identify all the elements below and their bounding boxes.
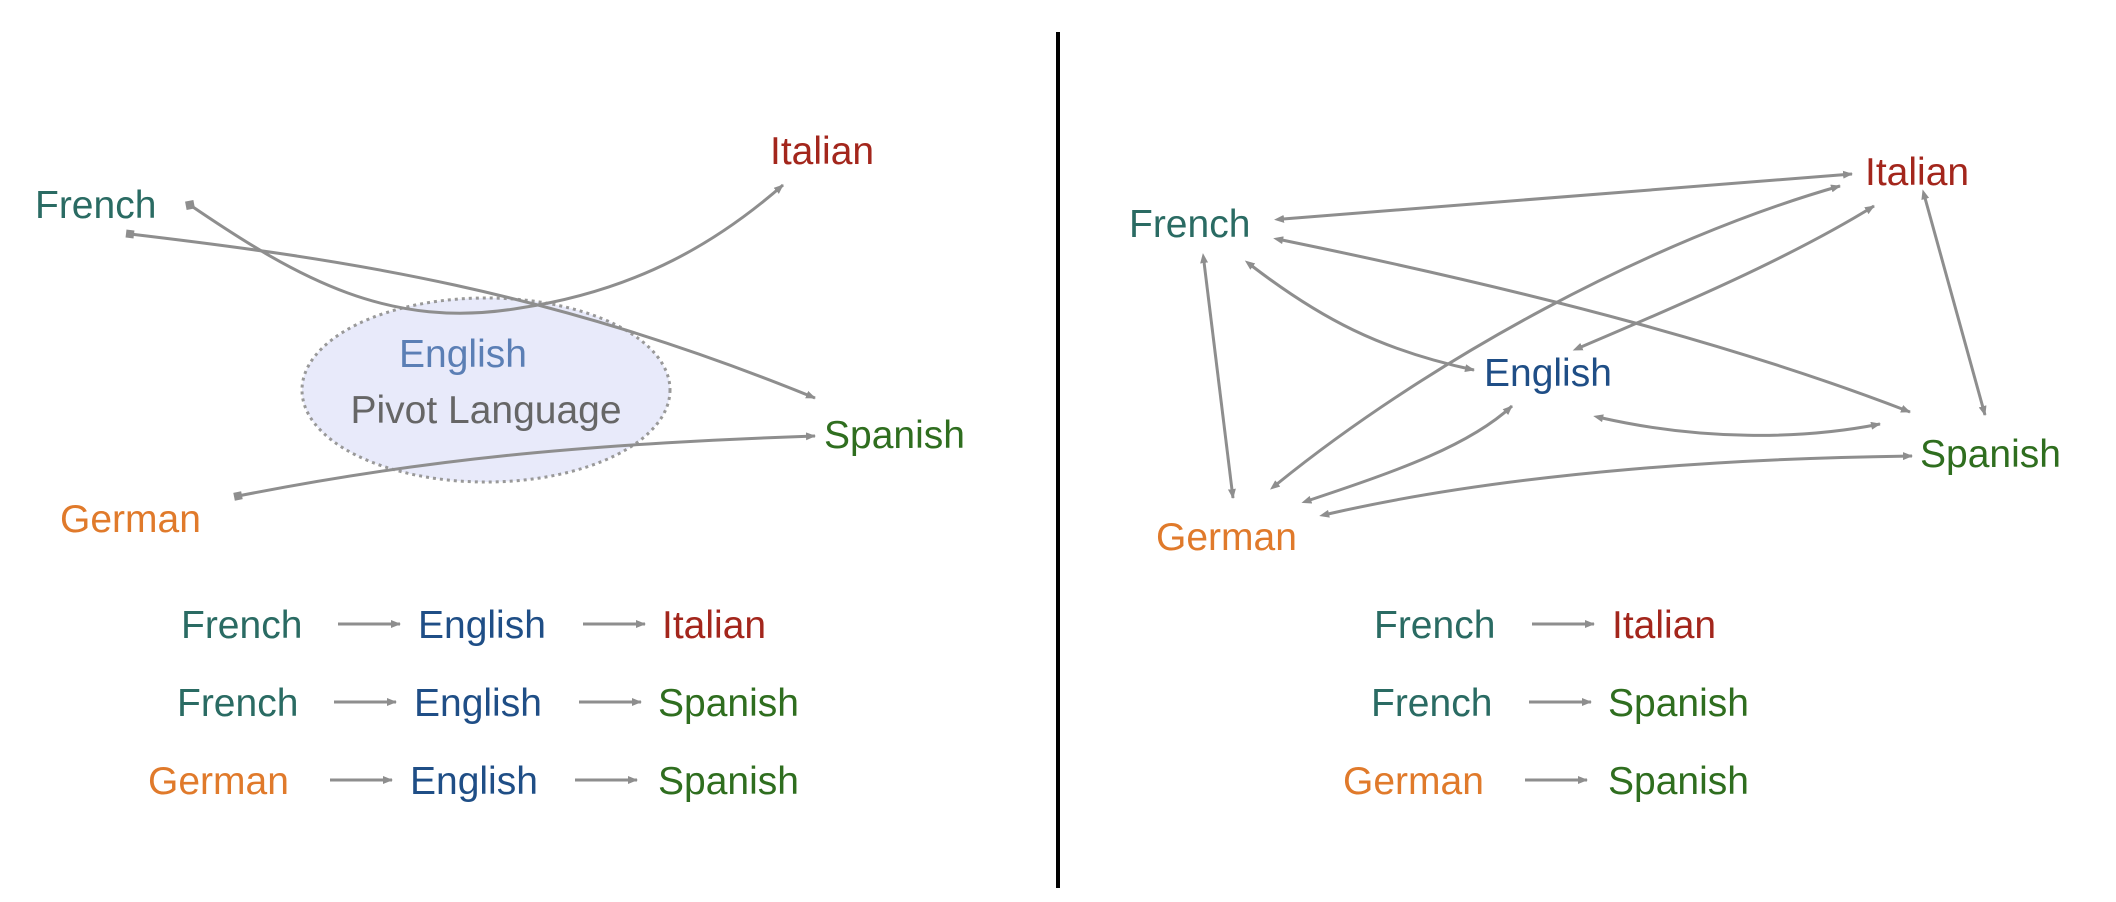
path-word: Italian	[1612, 604, 1716, 647]
path-word: Spanish	[1608, 682, 1749, 725]
arrow-french-to-italian	[185, 183, 784, 315]
path-word: German	[148, 760, 289, 803]
arrow-german-spanish	[1319, 452, 1913, 518]
left-node-spanish: Spanish	[824, 414, 965, 457]
right-path-row-3: German Spanish	[1343, 760, 1749, 803]
path-word: French	[1371, 682, 1492, 725]
path-word: Spanish	[658, 760, 799, 803]
arrow-french-to-spanish	[125, 229, 816, 400]
arrow-french-italian	[1274, 170, 1853, 223]
right-node-english: English	[1484, 352, 1612, 395]
right-path-row-1: French Italian	[1374, 604, 1716, 647]
arrow-french-german	[1200, 253, 1236, 499]
left-node-french: French	[35, 184, 156, 227]
path-word: Spanish	[1608, 760, 1749, 803]
path-word: French	[1374, 604, 1495, 647]
path-word: French	[177, 682, 298, 725]
arrow-german-to-spanish	[233, 432, 816, 501]
arrow-english-italian	[1572, 204, 1875, 351]
left-pivot-language-label: Pivot Language	[350, 389, 621, 432]
left-panel: French Italian English Pivot Language Sp…	[35, 130, 965, 803]
path-word: Italian	[662, 604, 766, 647]
right-panel: French Italian English Spanish German Fr…	[1129, 151, 2061, 803]
left-node-english-pivot: English	[399, 333, 527, 376]
path-word: English	[418, 604, 546, 647]
right-node-german: German	[1156, 516, 1297, 559]
left-path-row-1: French English Italian	[181, 604, 766, 647]
right-node-french: French	[1129, 203, 1250, 246]
path-word: English	[414, 682, 542, 725]
arrow-english-spanish	[1593, 414, 1881, 437]
left-node-german: German	[60, 498, 201, 541]
path-word: Spanish	[658, 682, 799, 725]
right-node-spanish: Spanish	[1920, 433, 2061, 476]
path-word: English	[410, 760, 538, 803]
left-path-row-2: French English Spanish	[177, 682, 799, 725]
left-node-italian: Italian	[770, 130, 874, 173]
right-path-row-2: French Spanish	[1371, 682, 1749, 725]
path-word: German	[1343, 760, 1484, 803]
path-word: French	[181, 604, 302, 647]
right-node-italian: Italian	[1865, 151, 1969, 194]
left-path-row-3: German English Spanish	[148, 760, 799, 803]
arrow-french-english	[1244, 260, 1475, 373]
arrow-italian-spanish	[1921, 189, 1987, 416]
